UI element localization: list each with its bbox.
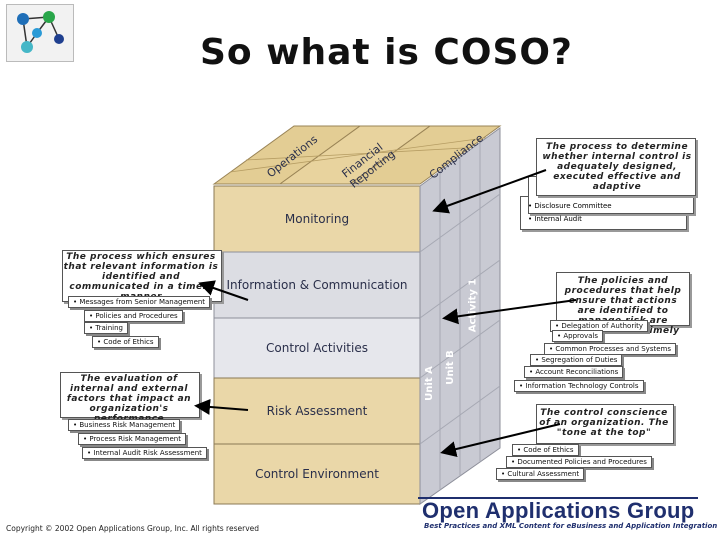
row-label-risk: Risk Assessment <box>266 404 368 418</box>
row-control-activities <box>213 317 421 379</box>
environment-callout-title: The control conscience of an organizatio… <box>539 408 669 438</box>
row-label-information: Information & Communication <box>226 278 408 292</box>
side-label-unit-b: Unit B <box>444 350 456 385</box>
environment-bullet-2: Documented Policies and Procedures <box>506 456 652 468</box>
risk-bullet-2: Process Risk Management <box>78 433 186 445</box>
row-label-monitoring: Monitoring <box>284 212 350 226</box>
control-activities-bullet-6: Information Technology Controls <box>514 380 644 392</box>
org-tagline: Best Practices and XML Content for eBusi… <box>424 522 718 530</box>
information-bullet-2: Policies and Procedures <box>84 310 183 322</box>
risk-card <box>60 372 200 418</box>
risk-bullet-1: Business Risk Management <box>68 419 181 431</box>
environment-bullet-3: Cultural Assessment <box>496 468 585 480</box>
environment-bullet-1: Code of Ethics <box>512 444 579 456</box>
logo <box>6 4 74 62</box>
control-activities-bullet-5: Account Reconciliations <box>524 366 624 378</box>
copyright-text: Copyright © 2002 Open Applications Group… <box>6 524 260 533</box>
control-activities-bullet-4: Segregation of Duties <box>530 354 623 366</box>
monitoring-bullet-1: • Disclosure Committee <box>528 202 612 210</box>
monitoring-bullet-2: • Internal Audit <box>528 215 582 223</box>
information-callout-title: The process which ensures that relevant … <box>63 252 219 302</box>
side-label-unit-a: Unit A <box>423 366 435 401</box>
row-label-control-activities: Control Activities <box>266 341 368 355</box>
monitoring-card <box>536 138 696 196</box>
information-bullet-3: Training <box>84 322 128 334</box>
cube-top-face <box>212 125 502 185</box>
information-bullet-1: Messages from Senior Management <box>68 296 211 308</box>
monitoring-callout-title: The process to determine whether interna… <box>542 142 692 192</box>
risk-callout-title: The evaluation of internal and external … <box>66 374 192 424</box>
org-name: Open Applications Group <box>422 498 695 523</box>
control-activities-card <box>556 272 690 326</box>
row-label-environment: Control Environment <box>255 467 379 481</box>
footer-divider <box>418 497 698 499</box>
row-risk <box>213 377 421 445</box>
information-bullet-4: Code of Ethics <box>92 336 159 348</box>
side-label-activity-1: Activity 1 <box>467 278 479 333</box>
row-monitoring <box>213 185 421 253</box>
slide-title: So what is COSO? <box>200 32 573 73</box>
row-environment <box>213 443 421 505</box>
risk-bullet-3: Internal Audit Risk Assessment <box>82 447 207 459</box>
control-activities-bullet-2: Approvals <box>552 330 604 342</box>
